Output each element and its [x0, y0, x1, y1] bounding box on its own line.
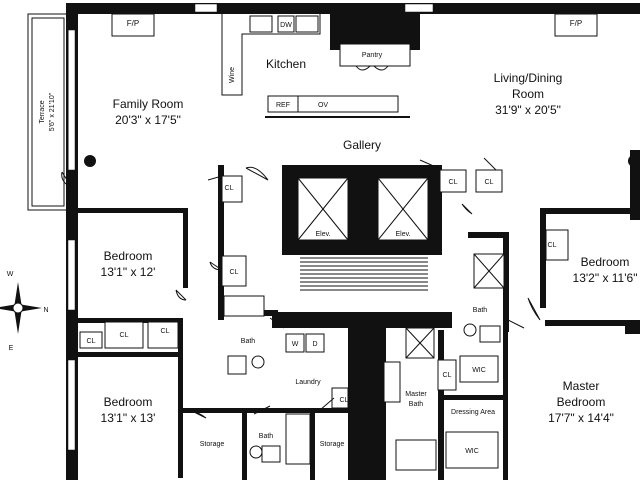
svg-text:Dressing Area: Dressing Area [451, 409, 495, 416]
svg-text:Bath: Bath [409, 401, 424, 408]
bedroom-2: Bedroom 13'1" x 13' [101, 395, 156, 425]
fireplace-right: F/P [554, 13, 598, 37]
door-swings [61, 157, 541, 419]
terrace-dims: 5'6" x 21'10" [49, 92, 56, 131]
storage-left-label: Storage [200, 441, 225, 448]
closet-label: CL [230, 269, 239, 276]
master-bedroom: Master Bedroom 17'7" x 14'4" [548, 379, 614, 425]
oven-label: OV [318, 102, 328, 109]
living-dining-room: Living/Dining Room 31'9" x 20'5" [494, 71, 563, 117]
gallery-label: Gallery [343, 138, 381, 152]
compass-rose: W N E [0, 271, 49, 352]
dressing-area: WIC Dressing Area WIC [445, 355, 499, 469]
svg-text:F/P: F/P [570, 19, 582, 28]
bedroom-1: Bedroom 13'1" x 12' [101, 249, 156, 279]
svg-text:Laundry: Laundry [295, 379, 321, 386]
svg-text:Bath: Bath [473, 307, 488, 314]
bath-right: Bath [463, 253, 505, 343]
closet-label: CL [485, 179, 494, 186]
closet-label: CL [340, 397, 349, 404]
washer-label: W [292, 341, 299, 348]
wic-label: WIC [465, 448, 479, 455]
wine-label: Wine [229, 67, 236, 83]
svg-text:Room: Room [512, 87, 544, 101]
svg-text:17'7" x 14'4": 17'7" x 14'4" [548, 411, 614, 425]
laundry: W D Laundry [285, 333, 325, 386]
svg-text:Bath: Bath [241, 338, 256, 345]
closet-label: CL [87, 338, 96, 345]
svg-text:Living/Dining: Living/Dining [494, 71, 563, 85]
svg-text:Master: Master [563, 379, 600, 393]
svg-text:Bedroom: Bedroom [104, 249, 153, 263]
closet-label: CL [443, 372, 452, 379]
closet-label: CL [120, 332, 129, 339]
compass-north: N [43, 307, 48, 314]
pantry-label: Pantry [362, 52, 383, 59]
storage-right-label: Storage [320, 441, 345, 448]
refrigerator-label: REF [276, 102, 290, 109]
svg-text:31'9" x 20'5": 31'9" x 20'5" [495, 103, 561, 117]
bath-bottom: Bath [249, 413, 311, 465]
svg-text:Bath: Bath [259, 433, 274, 440]
interior-walls [78, 165, 640, 480]
master-bath: Master Bath [383, 327, 437, 471]
svg-text:13'1" x 12': 13'1" x 12' [101, 265, 156, 279]
core: Elev. Elev. [272, 165, 452, 480]
svg-text:Master: Master [405, 391, 427, 398]
closet-label: CL [161, 328, 170, 335]
fireplace-left: F/P [111, 13, 155, 37]
svg-text:Bedroom: Bedroom [104, 395, 153, 409]
closet-label: CL [449, 179, 458, 186]
svg-text:13'1" x 13': 13'1" x 13' [101, 411, 156, 425]
elevator-label-1: Elev. [315, 231, 330, 238]
svg-text:13'2" x 11'6": 13'2" x 11'6" [573, 271, 638, 285]
wic-label: WIC [472, 367, 486, 374]
dishwasher-label: DW [280, 22, 292, 29]
family-room-dims: 20'3" x 17'5" [115, 113, 181, 127]
terrace: Terrace 5'6" x 21'10" [27, 13, 69, 211]
svg-text:F/P: F/P [127, 19, 139, 28]
family-room-name: Family Room [113, 97, 184, 111]
kitchen: DW Wine Kitchen Pantry REF OV [221, 14, 420, 118]
family-room: Family Room 20'3" x 17'5" [113, 97, 184, 127]
compass-east: E [9, 345, 14, 352]
elevator-label-2: Elev. [395, 231, 410, 238]
closets: CL CL CL CL CL CL CL CL CL CL [79, 169, 569, 409]
svg-text:Bedroom: Bedroom [557, 395, 606, 409]
compass-west: W [7, 271, 14, 278]
kitchen-label: Kitchen [266, 57, 306, 71]
bedroom-3: Bedroom 13'2" x 11'6" [573, 255, 638, 285]
terrace-label: Terrace [39, 100, 46, 123]
closet-label: CL [548, 242, 557, 249]
closet-label: CL [225, 185, 234, 192]
bath-left: Bath [223, 295, 265, 375]
exterior-walls [66, 3, 640, 480]
svg-text:Bedroom: Bedroom [581, 255, 630, 269]
dryer-label: D [312, 341, 317, 348]
